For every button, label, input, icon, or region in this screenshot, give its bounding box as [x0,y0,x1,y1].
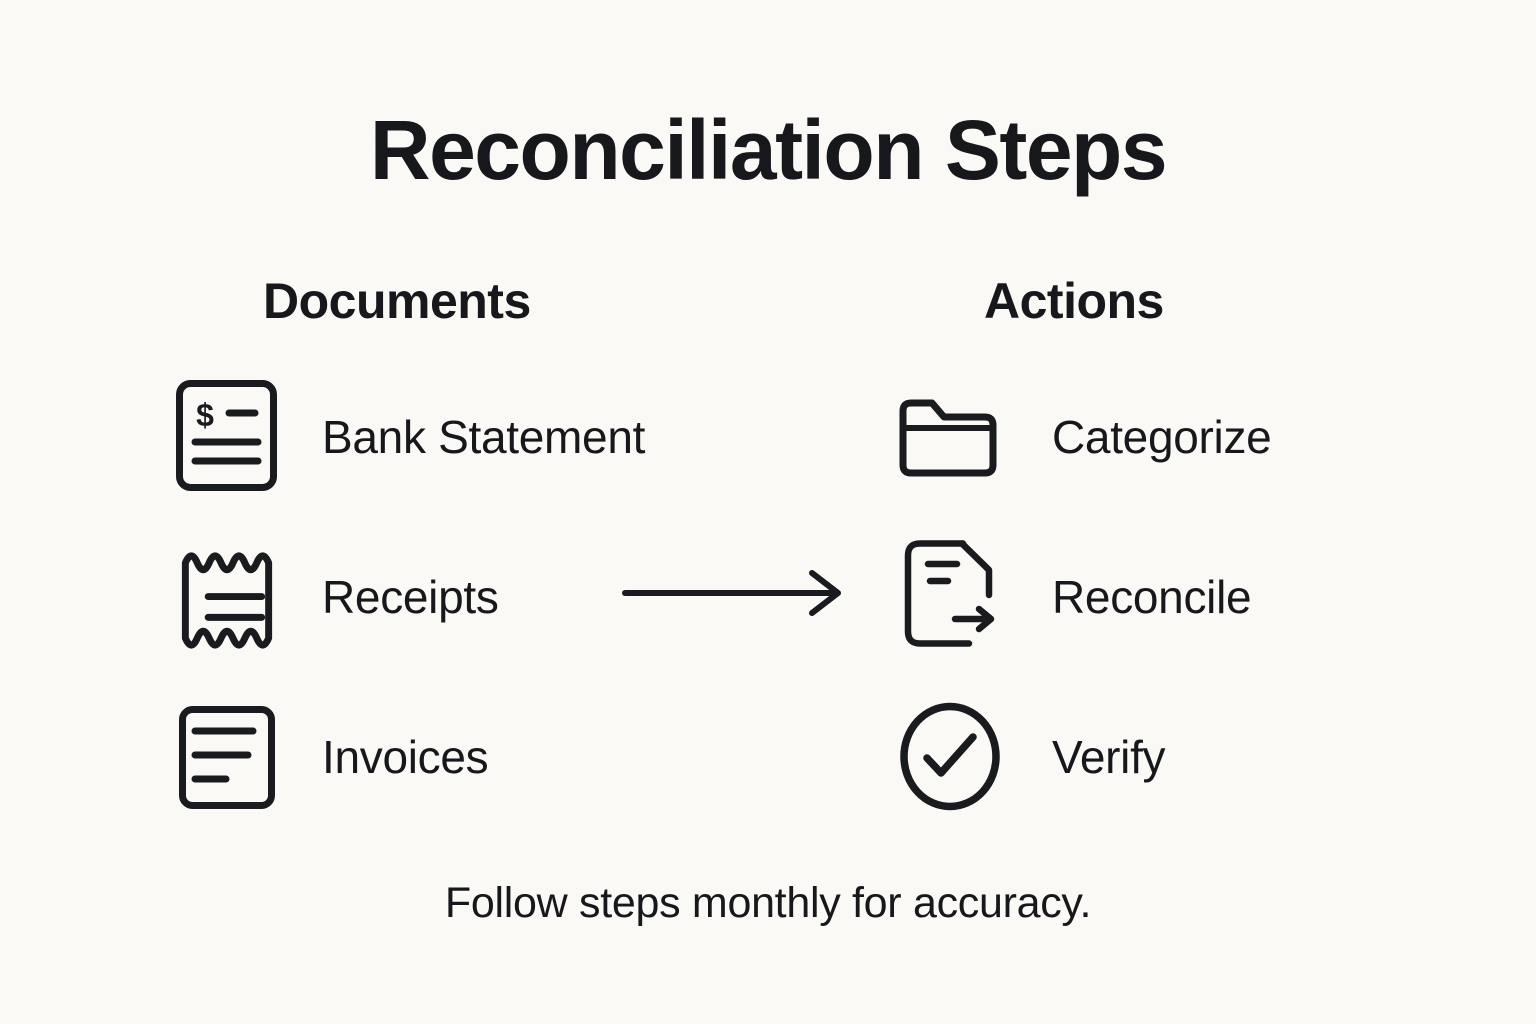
column-header-actions: Actions [984,273,1164,329]
bank-statement-icon: $ [175,379,278,492]
right-arrow-icon [622,567,847,619]
item-label-invoices: Invoices [322,731,489,783]
item-label-receipts: Receipts [322,571,499,623]
folder-icon [895,396,1001,484]
item-label-categorize: Categorize [1052,411,1272,463]
column-header-documents: Documents [263,273,531,329]
check-circle-icon [897,701,1003,812]
page-title: Reconciliation Steps [369,103,1168,197]
footer-note: Follow steps monthly for accuracy. [444,879,1092,927]
receipt-icon [177,543,277,658]
document-transfer-arrow-icon [903,540,995,648]
item-label-verify: Verify [1052,731,1166,783]
item-label-reconcile: Reconcile [1052,571,1252,623]
svg-text:$: $ [196,397,214,433]
item-label-bank-statement: Bank Statement [322,411,646,463]
invoice-document-icon [178,705,276,810]
